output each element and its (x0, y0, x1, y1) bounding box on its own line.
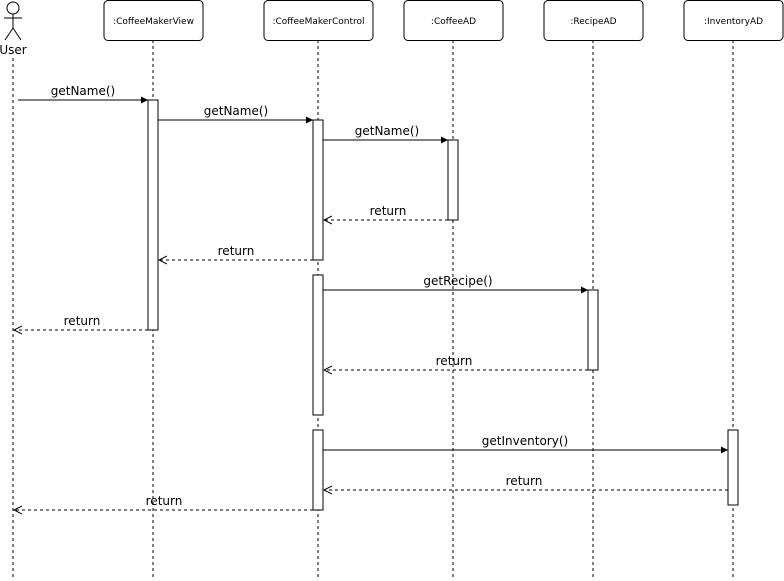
lifeline-inventoryad: :InventoryAD (683, 0, 784, 578)
lifeline-title: :CoffeeAD (431, 17, 476, 27)
message-return-inventoryad-to-control: return (324, 474, 728, 490)
message-return-control-to-user: return (14, 494, 313, 510)
activation-recipead (587, 289, 599, 371)
lifeline-title: :InventoryAD (704, 17, 763, 27)
lifeline-title: :CoffeeMakerControl (272, 17, 364, 27)
activation-inventoryad (727, 429, 739, 506)
message-label: getRecipe() (423, 274, 492, 288)
message-getname-user-to-view: getName() (18, 84, 148, 104)
lifeline-recipead: :RecipeAD (543, 0, 644, 578)
message-label: return (146, 494, 183, 508)
message-getrecipe-control-to-recipead: getRecipe() (323, 274, 588, 294)
message-label: return (436, 354, 473, 368)
lifeline-coffeead: :CoffeeAD (403, 0, 504, 578)
activation-coffeemakercontrol-3 (312, 429, 324, 511)
message-getname-view-to-control: getName() (158, 104, 313, 124)
message-return-coffeead-to-control: return (324, 204, 448, 220)
lifeline-title: :CoffeeMakerView (113, 17, 194, 27)
activation-coffeead (447, 139, 459, 221)
message-getname-control-to-coffeead: getName() (323, 124, 448, 144)
lifeline-coffeemakerview: :CoffeeMakerView (103, 0, 204, 578)
message-return-view-to-user: return (14, 314, 148, 330)
message-label: return (370, 204, 407, 218)
message-label: getName() (51, 84, 115, 98)
lifeline-coffeemakercontrol: :CoffeeMakerControl (263, 0, 374, 578)
actor-label: User (0, 43, 27, 57)
actor-user: User (0, 1, 27, 578)
message-getinventory-control-to-inventoryad: getInventory() (323, 434, 728, 454)
message-return-control-to-view: return (159, 244, 313, 260)
message-label: return (218, 244, 255, 258)
message-label: getInventory() (482, 434, 568, 448)
message-label: getName() (204, 104, 268, 118)
message-label: return (506, 474, 543, 488)
activation-coffeemakercontrol-2 (312, 274, 324, 416)
lifeline-title: :RecipeAD (570, 17, 616, 27)
activation-coffeemakerview (147, 99, 159, 331)
activation-coffeemakercontrol-1 (312, 119, 324, 261)
message-label: return (64, 314, 101, 328)
message-return-recipead-to-control: return (324, 354, 588, 370)
message-label: getName() (355, 124, 419, 138)
actor-icon (4, 1, 22, 41)
